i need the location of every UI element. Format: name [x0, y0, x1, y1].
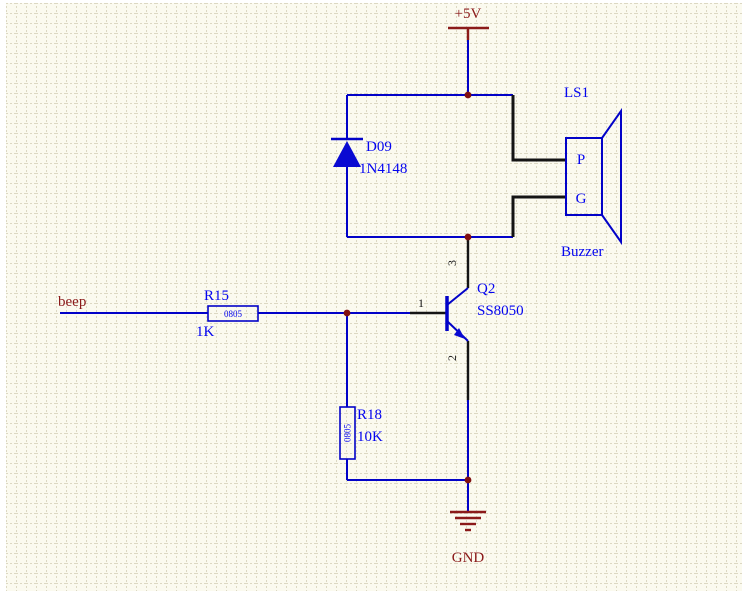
junction-dot-top — [464, 91, 472, 99]
r18-designator[interactable]: R18 — [357, 407, 382, 423]
junction-dot-base — [343, 309, 351, 317]
diode-part-number[interactable]: 1N4148 — [359, 161, 407, 177]
q2-pin-number-emitter: 2 — [445, 355, 459, 361]
q2-collector-diagonal[interactable] — [446, 287, 469, 306]
net-label-beep[interactable]: beep — [58, 294, 86, 310]
buzzer-comment[interactable]: Buzzer — [561, 244, 603, 260]
r18-body[interactable] — [339, 406, 356, 460]
component-transistor-q2[interactable]: Q2 SS8050 1 3 2 — [418, 260, 524, 361]
q2-pin-number-base: 1 — [418, 296, 424, 310]
diode-triangle[interactable] — [333, 141, 361, 167]
r15-body[interactable] — [207, 305, 259, 322]
diode-designator[interactable]: D09 — [366, 139, 392, 155]
vcc-label[interactable]: +5V — [455, 6, 482, 22]
r15-footprint: 0805 — [224, 309, 243, 319]
grid — [6, 3, 742, 591]
power-port-gnd[interactable]: GND — [450, 510, 486, 566]
buzzer-pin-p-wire[interactable] — [511, 95, 566, 162]
junction-dot-gnd — [464, 476, 472, 484]
junction-dot-collector — [464, 233, 472, 241]
power-port-vcc[interactable]: +5V — [448, 6, 489, 40]
q2-emitter-arrow — [454, 328, 465, 339]
q2-designator[interactable]: Q2 — [477, 281, 495, 297]
component-resistor-r18[interactable]: 0805 R18 10K — [339, 406, 383, 460]
component-buzzer-ls1[interactable]: LS1 P G Buzzer — [561, 85, 622, 260]
buzzer-pin-g-wire[interactable] — [511, 195, 566, 237]
q2-part-number[interactable]: SS8050 — [477, 303, 524, 319]
gnd-label[interactable]: GND — [452, 550, 485, 566]
buzzer-horn[interactable] — [601, 107, 622, 246]
buzzer-designator[interactable]: LS1 — [564, 85, 589, 101]
buzzer-pin-p-label: P — [577, 152, 585, 168]
r15-designator[interactable]: R15 — [204, 288, 229, 304]
component-diode-d09[interactable]: D09 1N4148 — [331, 137, 407, 177]
r15-value[interactable]: 1K — [196, 324, 215, 340]
buzzer-body[interactable] — [565, 137, 603, 216]
r18-value[interactable]: 10K — [357, 429, 383, 445]
buzzer-pin-g-label: G — [576, 191, 587, 207]
r18-footprint: 0805 — [343, 424, 353, 443]
component-resistor-r15[interactable]: 0805 R15 1K — [196, 288, 259, 340]
q2-pin-number-collector: 3 — [445, 260, 459, 266]
